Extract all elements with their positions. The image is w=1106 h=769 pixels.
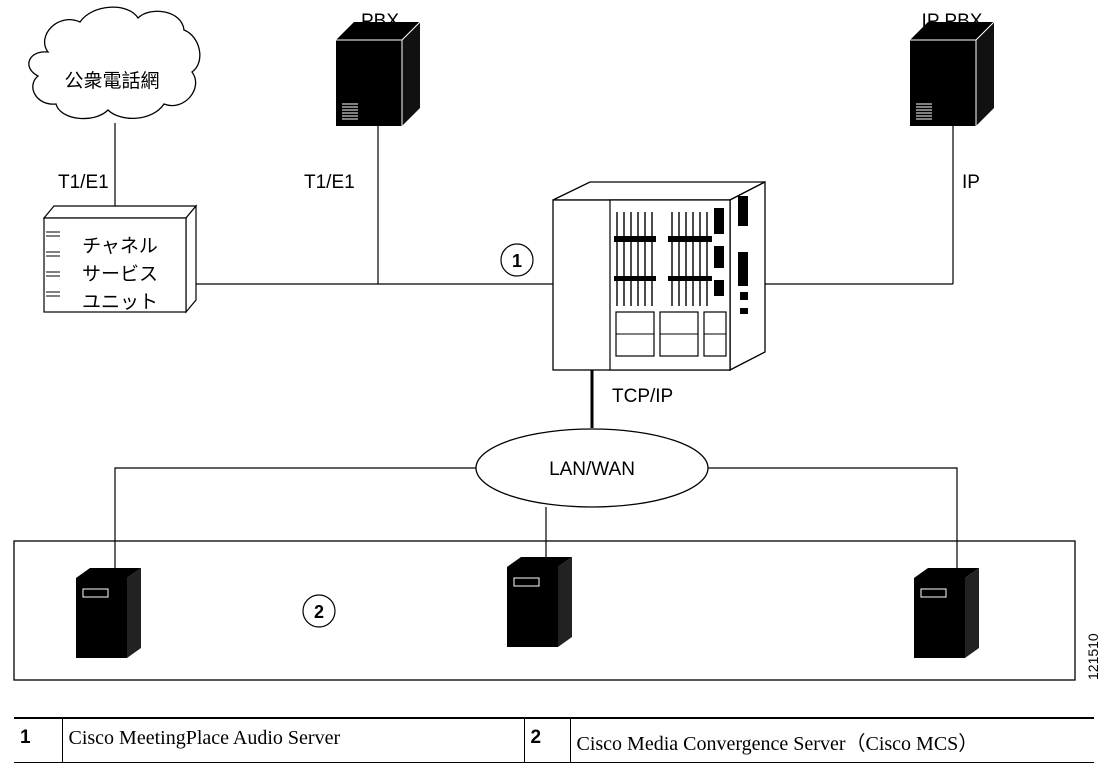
mcs-server-left [76,568,141,658]
callout-2: 2 [302,594,336,628]
network-diagram: 公衆電話網 PBX IP PBX [13,6,1101,681]
lan-wan-cloud: LAN/WAN [475,428,709,508]
legend-text-1: Cisco MeetingPlace Audio Server [61,718,524,763]
pstn-label: 公衆電話網 [64,70,159,92]
tcpip-label: TCP/IP [612,386,673,407]
svg-text:1: 1 [512,251,522,271]
callout-1: 1 [500,243,534,277]
t1e1-mid-label: T1/E1 [304,172,355,193]
ip-link-label: IP [962,172,980,193]
ip-pbx-icon [910,21,995,126]
svg-text:2: 2 [314,602,324,622]
lan-wan-label: LAN/WAN [549,459,635,480]
csu-label-line3: ユニット [82,292,158,313]
audio-server-chassis [552,180,766,372]
legend-table: 1 Cisco MeetingPlace Audio Server 2 Cisc… [14,717,1094,763]
t1e1-left-label: T1/E1 [58,172,109,193]
mcs-server-middle [507,557,572,647]
pstn-cloud: 公衆電話網 [28,6,201,120]
legend-row: 1 Cisco MeetingPlace Audio Server 2 Cisc… [14,718,1094,763]
ip-pbx-label: IP PBX [922,11,983,32]
legend-text-2: Cisco Media Convergence Server（Cisco MCS… [569,718,1094,763]
legend-number-1: 1 [20,727,31,748]
pbx-icon [336,21,421,126]
csu-label-line2: サービス [82,263,158,285]
pbx-label: PBX [361,11,399,32]
legend-number-2: 2 [523,718,570,763]
figure-id: 121510 [1085,633,1101,680]
mcs-server-right [914,568,979,658]
mcs-server-group [13,540,1076,681]
channel-service-unit: チャネル サービス ユニット [42,204,198,314]
connection-lines [114,123,958,568]
csu-label-line1: チャネル [82,236,158,257]
